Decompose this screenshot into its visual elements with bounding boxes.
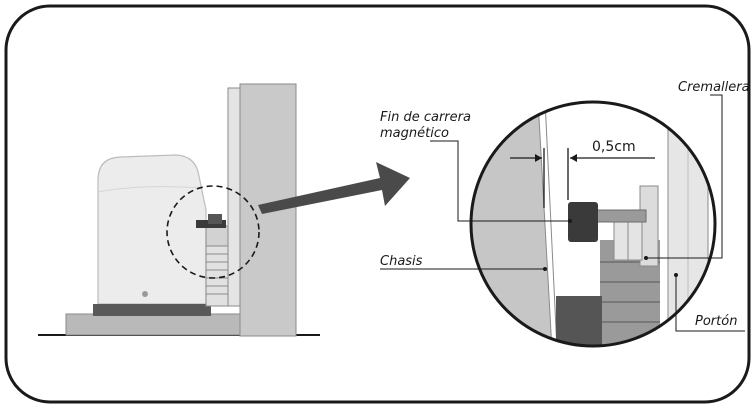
motor-body xyxy=(97,154,207,305)
base-plate xyxy=(65,313,257,336)
gap-dimension xyxy=(510,148,655,208)
motor-bottom-band xyxy=(93,304,211,316)
label-limit-switch-2: magnético xyxy=(380,126,449,141)
zoom-target-circle xyxy=(166,185,260,279)
motor-screw xyxy=(142,291,148,297)
zoom-circle-outline xyxy=(469,100,717,348)
label-gate: Portón xyxy=(695,314,737,329)
leader-rack xyxy=(646,94,723,259)
zoom-arrow xyxy=(258,162,410,214)
magnetic-limit-switch xyxy=(568,202,598,242)
leader-limit-switch xyxy=(430,140,570,222)
label-gap: 0,5cm xyxy=(592,139,636,155)
leader-gate xyxy=(675,275,745,332)
rack-bracket xyxy=(639,185,659,267)
label-limit-switch-1: Fin de carrera xyxy=(380,110,471,125)
label-chassis: Chasis xyxy=(380,254,423,269)
label-rack: Cremallera xyxy=(678,80,750,95)
